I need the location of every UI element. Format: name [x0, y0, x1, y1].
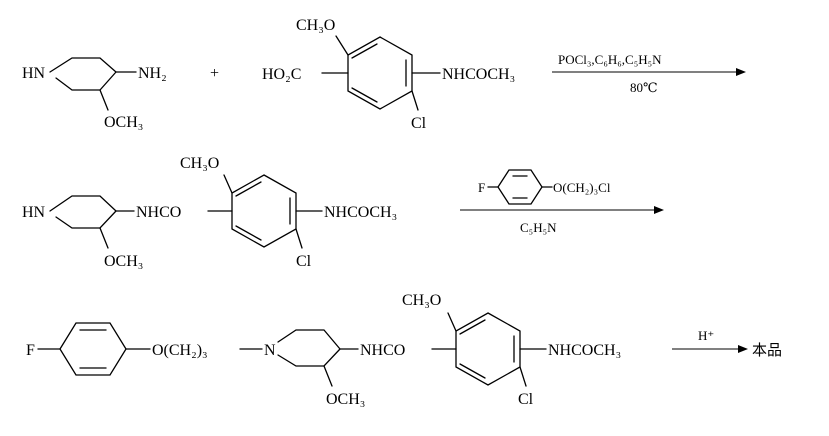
product-methoxy-label: OCH₃ — [326, 391, 365, 408]
product-amide-label: NHCO — [360, 342, 405, 359]
arrow2-fluoro-label: F — [478, 180, 485, 195]
reaction-arrow-2: F O(CH₂)₃Cl C₅H₅N — [460, 169, 664, 235]
reactant-benzoic-acid: CH₃O HO₂C NHCOCH₃ Cl — [262, 17, 515, 132]
product-fluoro-label: F — [26, 342, 35, 359]
amide-linker-label: NHCO — [136, 204, 181, 221]
arrow3-acid-label: H⁺ — [698, 328, 714, 343]
product-methoxy-top-label: CH₃O — [402, 292, 441, 309]
arrow1-conditions: 80℃ — [630, 80, 658, 95]
product-chloro-label: Cl — [518, 391, 534, 408]
plus-sign: + — [210, 65, 219, 82]
intermediate-amide: HN NHCO CH₃O NHCOCH₃ OCH₃ Cl — [22, 155, 397, 270]
product-acetamido-label: NHCOCH₃ — [548, 342, 621, 359]
amine-label: NH₂ — [138, 65, 167, 82]
carboxyl-label: HO₂C — [262, 66, 301, 83]
reactant-piperidine-amine: HN NH₂ OCH₃ — [22, 57, 167, 131]
reaction-arrow-3: H⁺ 本品 — [672, 328, 782, 359]
arrow2-base-label: C₅H₅N — [520, 220, 557, 235]
final-product-structure: F O(CH₂)₃ N NHCO CH₃O NHCOCH₃ OCH₃ Cl — [26, 292, 621, 408]
product-chain-label: O(CH₂)₃ — [152, 342, 208, 359]
acetamido-label: NHCOCH₃ — [442, 66, 515, 83]
intermediate-nh-label: HN — [22, 204, 46, 221]
reaction-arrow-1: POCl₃,C₆H₆,C₅H₅N 80℃ — [552, 52, 746, 95]
product-name-label: 本品 — [752, 341, 782, 359]
intermediate-chloro-label: Cl — [296, 253, 312, 270]
product-nitrogen-label: N — [264, 342, 276, 359]
arrow2-chain-label: O(CH₂)₃Cl — [553, 180, 611, 195]
chloro-label: Cl — [411, 115, 427, 132]
intermediate-acetamido-label: NHCOCH₃ — [324, 204, 397, 221]
methoxy-label: OCH₃ — [104, 114, 143, 131]
intermediate-methoxy-label: OCH₃ — [104, 253, 143, 270]
acid-methoxy-label: CH₃O — [296, 17, 335, 34]
piperidine-nh-label: HN — [22, 65, 46, 82]
arrow1-reagents: POCl₃,C₆H₆,C₅H₅N — [558, 52, 662, 67]
intermediate-methoxy-top-label: CH₃O — [180, 155, 219, 172]
